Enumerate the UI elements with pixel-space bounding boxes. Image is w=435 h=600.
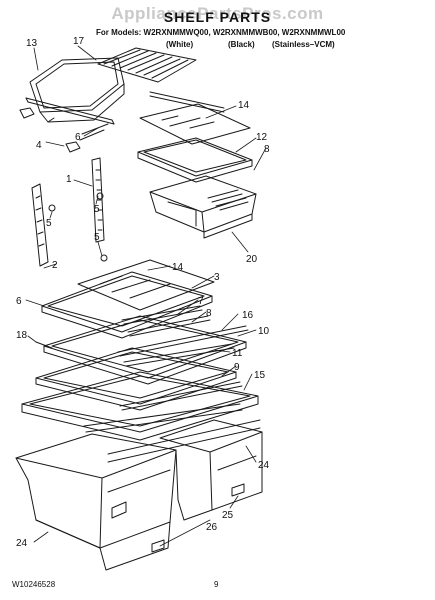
callout-11: 11 [232, 348, 243, 359]
handles-25-26 [151, 483, 245, 553]
callout-10: 10 [258, 326, 270, 337]
callout-1: 1 [66, 174, 72, 185]
callout-5-lower: 5 [94, 232, 100, 243]
callout-12: 12 [256, 132, 268, 143]
door-bin-13 [29, 57, 125, 123]
callout-5-left: 5 [46, 218, 52, 229]
callout-14-upper: 14 [238, 100, 250, 111]
callout-25: 25 [222, 510, 234, 521]
shelf-frame-12 [137, 137, 253, 183]
callout-17: 17 [73, 36, 85, 47]
shelf-9 [35, 347, 243, 411]
finish-black: (Black) [228, 40, 255, 49]
callout-6-top: 6 [75, 132, 81, 143]
callout-8-upper: 8 [264, 144, 270, 155]
callout-7: 7 [198, 296, 204, 307]
callout-24-left: 24 [16, 538, 28, 549]
callout-8-lower: 8 [206, 308, 212, 319]
callout-2: 2 [52, 260, 58, 271]
shelf-support-1 [91, 157, 105, 243]
crisper-drawer-24-left [15, 433, 177, 571]
callout-9: 9 [234, 362, 240, 373]
glass-shelf-14-upper [139, 103, 251, 145]
model-numbers: For Models: W2RXNMMWQ00, W2RXNMMWB00, W2… [96, 28, 346, 37]
page-number: 9 [214, 580, 219, 589]
trim-18-10-11 [35, 325, 249, 367]
document-number: W10246528 [12, 580, 56, 589]
callout-24-right: 24 [258, 460, 270, 471]
crisper-cover-15 [21, 371, 261, 463]
callout-26: 26 [206, 522, 218, 533]
shelf-frame-16 [43, 315, 247, 385]
callout-labels: 13 17 4 6 14 12 8 1 5 5 5 20 2 14 3 6 7 … [16, 36, 270, 549]
crisper-drawer-24-right [159, 419, 263, 521]
finish-stainless: (Stainless–VCM) [272, 40, 335, 49]
callout-16: 16 [242, 310, 254, 321]
shelf-support-2 [31, 183, 49, 267]
callout-15: 15 [254, 370, 266, 381]
callout-3: 3 [214, 272, 220, 283]
watermark: AppliancePartsPros.com [111, 4, 324, 23]
callout-6-middle: 6 [16, 296, 22, 307]
callout-5-right: 5 [94, 204, 100, 215]
page-title: SHELF PARTS [163, 9, 272, 25]
crisper-drawer-20 [149, 175, 257, 239]
finish-white: (White) [166, 40, 194, 49]
callout-14-middle: 14 [172, 262, 184, 273]
callout-20: 20 [246, 254, 258, 265]
screws-5 [48, 192, 108, 262]
callout-4: 4 [36, 140, 42, 151]
shelf-frame-3 [41, 271, 213, 339]
wire-shelf-17 [97, 47, 197, 83]
callout-18: 18 [16, 330, 28, 341]
callout-13: 13 [26, 38, 38, 49]
leader-lines [25, 45, 267, 547]
shelf-rails-top [19, 91, 225, 153]
